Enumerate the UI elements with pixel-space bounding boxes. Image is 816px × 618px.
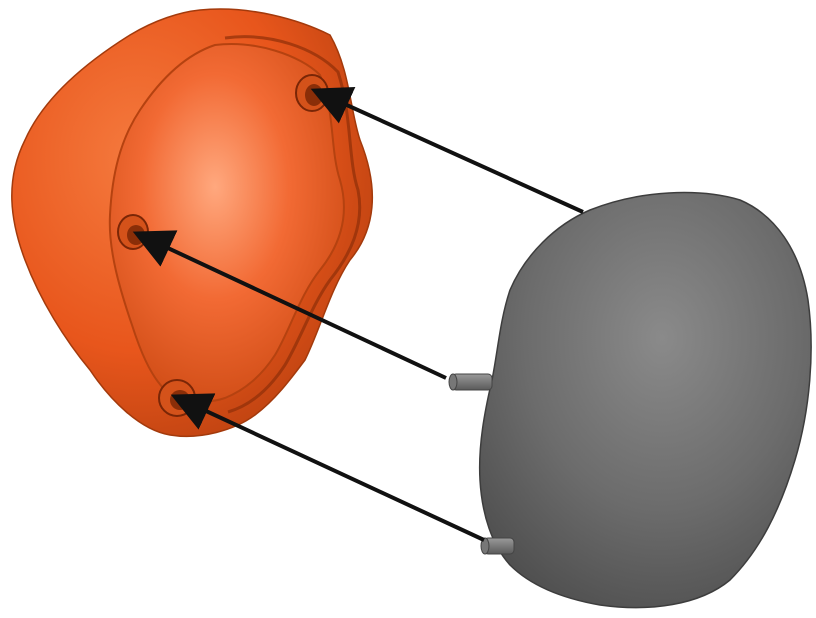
gray-core-part [449,193,811,608]
socket-middle [118,215,148,249]
pin-middle [449,374,492,390]
pin-bottom [481,538,514,554]
socket-bottom [159,380,195,416]
orange-mold-half [12,9,373,436]
core-body [480,193,811,608]
arrow-bottom [178,398,484,540]
